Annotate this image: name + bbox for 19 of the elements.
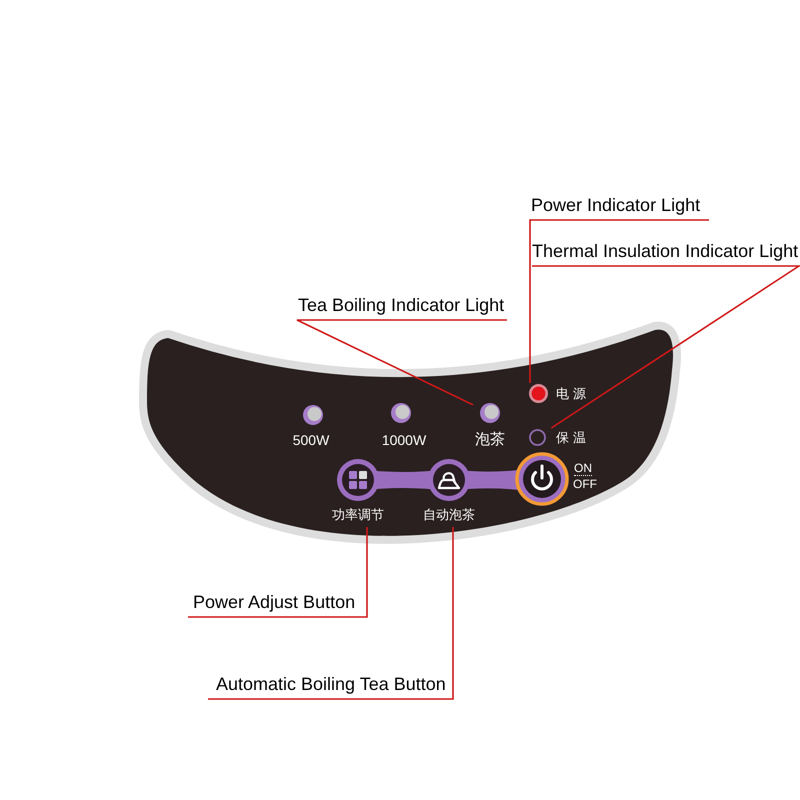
callout-label: Automatic Boiling Tea Button <box>216 674 447 695</box>
leader-line <box>208 527 454 700</box>
button-label: 自动泡茶 <box>423 507 475 523</box>
indicator-label: 泡茶 <box>475 432 505 447</box>
leader-line <box>529 219 709 383</box>
wattage-label: 1000W <box>382 432 426 448</box>
switch-label: OFF <box>573 478 597 491</box>
switch-label: ON <box>574 461 592 476</box>
callout-label: Thermal Insulation Indicator Light <box>532 241 799 262</box>
leader-line <box>296 319 507 406</box>
leader-line <box>532 265 800 429</box>
leader-line <box>188 527 368 618</box>
wattage-label: 500W <box>292 432 330 448</box>
indicator-label: 电源 <box>556 386 590 400</box>
callout-label: Tea Boiling Indicator Light <box>298 295 506 316</box>
callout-label: Power Adjust Button <box>193 592 356 613</box>
callout-label: Power Indicator Light <box>531 195 702 216</box>
button-label: 功率调节 <box>332 507 384 523</box>
indicator-label: 保温 <box>556 430 590 444</box>
